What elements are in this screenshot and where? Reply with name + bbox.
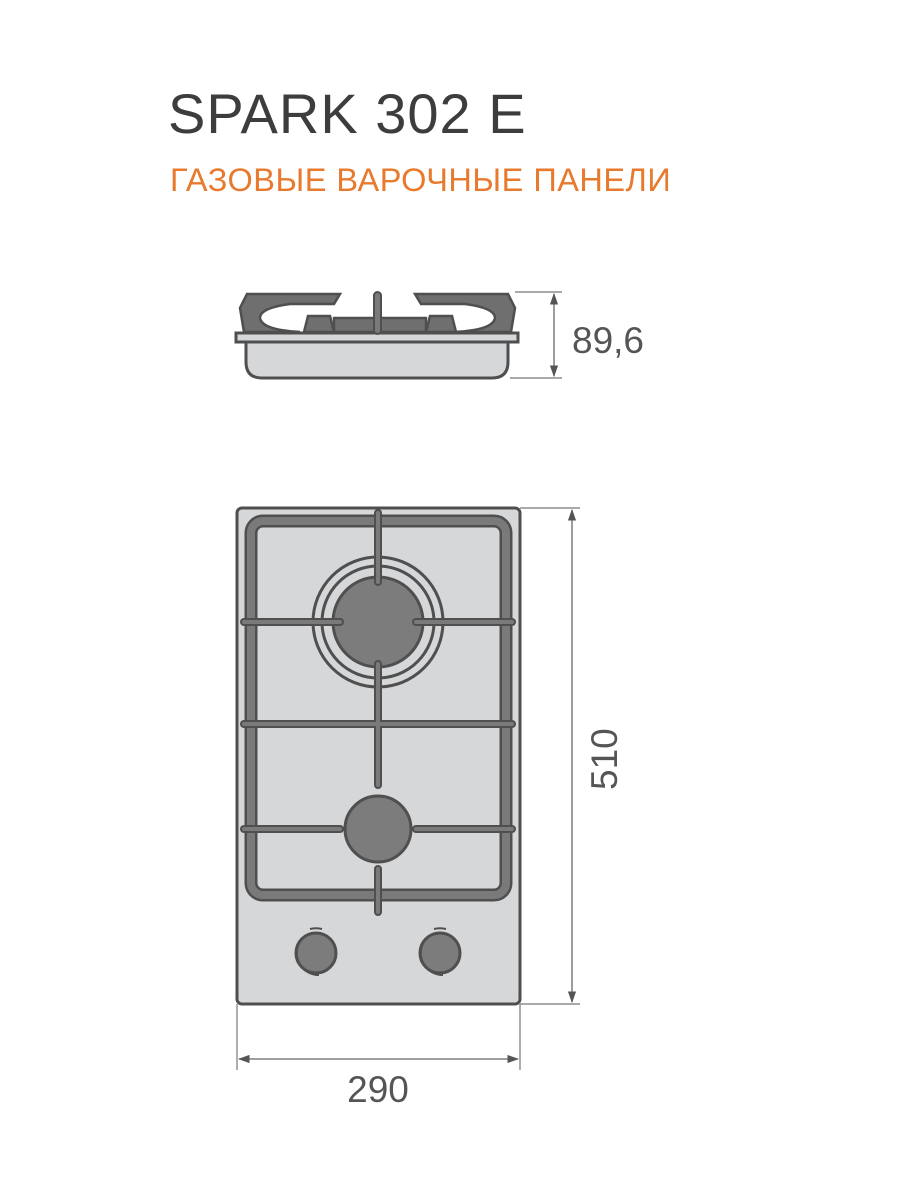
- height-dimension: [510, 291, 562, 379]
- grate-bars: [240, 509, 516, 916]
- category-subtitle: ГАЗОВЫЕ ВАРОЧНЫЕ ПАНЕЛИ: [170, 162, 672, 198]
- knob-left: [294, 927, 338, 977]
- small-burner: [343, 794, 413, 864]
- side-burner-right: [424, 314, 458, 334]
- height-dimension-label: 89,6: [572, 320, 644, 361]
- depth-dimension: [520, 507, 580, 1005]
- model-title: SPARK 302 E: [168, 82, 527, 145]
- side-grate-left: [238, 292, 343, 334]
- side-grate-right: [412, 292, 517, 334]
- depth-dimension-label: 510: [584, 728, 625, 790]
- width-dimension: [236, 1004, 521, 1070]
- top-view: [235, 506, 522, 1006]
- side-center-prong: [373, 291, 382, 335]
- width-dimension-label: 290: [347, 1069, 409, 1110]
- knob-right: [418, 927, 462, 977]
- side-burner-left: [302, 314, 336, 334]
- side-tray: [244, 339, 510, 380]
- side-view: [234, 291, 520, 380]
